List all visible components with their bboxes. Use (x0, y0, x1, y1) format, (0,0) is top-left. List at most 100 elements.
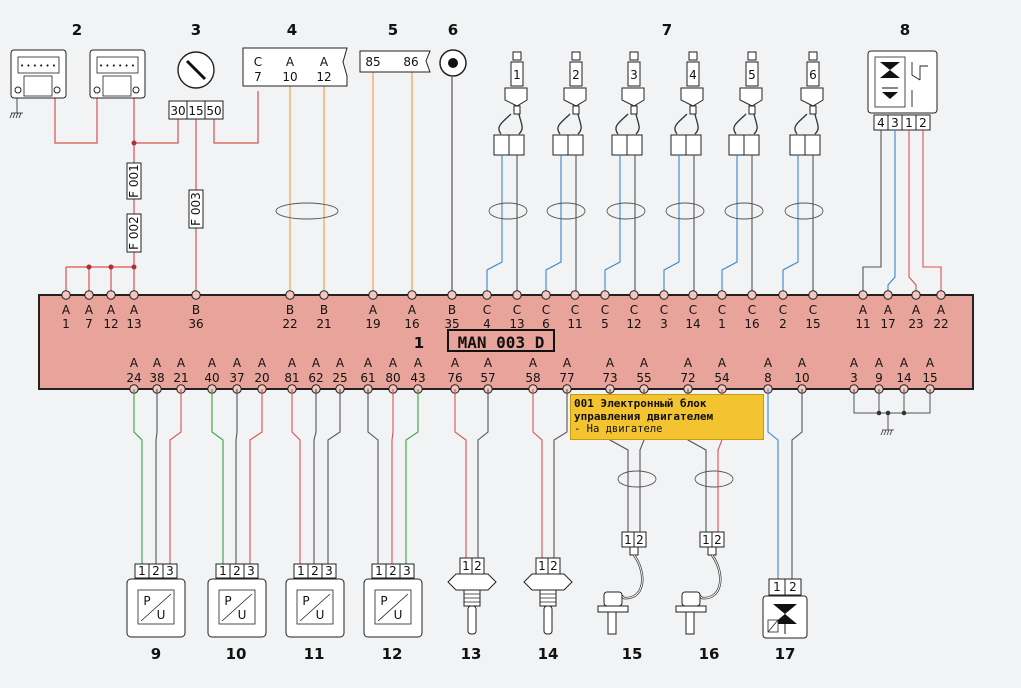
diagnostic-connector (242, 47, 348, 87)
ecu-pin-number: 24 (126, 371, 141, 385)
ecu-pin-row: A (414, 356, 423, 370)
component-number-9: 9 (151, 645, 161, 663)
component-number-2: 2 (72, 21, 82, 39)
ecu-top-pin (84, 290, 94, 300)
ecu-pin-number: 1 (62, 317, 70, 331)
injector-number: 1 (513, 68, 521, 82)
ecu-pin-row: A (369, 303, 378, 317)
ecu-pin-row: A (484, 356, 493, 370)
ecu-pin-number: 55 (636, 371, 651, 385)
ecu-pin-row: C (601, 303, 609, 317)
component-number-14: 14 (538, 645, 559, 663)
component-number-4: 4 (287, 21, 297, 39)
fuse-f002: F 002 (126, 213, 142, 253)
ecu-pin-number: 37 (229, 371, 244, 385)
ecu-top-pin (688, 290, 698, 300)
ecu-pin-number: 76 (447, 371, 462, 385)
component-number-12: 12 (382, 645, 403, 663)
ecu-pin-row: C (542, 303, 550, 317)
component-number-15: 15 (622, 645, 643, 663)
ecu-top-pin (407, 290, 417, 300)
ecu-bottom-pins: A24A38A21A40A37A20A81A62A25A61A80A43A76A… (126, 356, 938, 394)
relay-pin-label: 3 (891, 116, 899, 130)
connector-4-top-label: A (320, 55, 329, 69)
ecu-top-pin (858, 290, 868, 300)
ecu-pin-number: 5 (601, 317, 609, 331)
ignition-terminal-30: 30 (170, 104, 185, 118)
injector-number: 2 (572, 68, 580, 82)
sensor-pin-label: 1 (462, 559, 470, 573)
ecu-pin-row: B (192, 303, 200, 317)
ecu-pin-number: 9 (875, 371, 883, 385)
component-number-3: 3 (191, 21, 201, 39)
sensor-pin-label: 3 (247, 564, 255, 578)
ecu-pin-number: 1 (718, 317, 726, 331)
ecu-pin-number: 61 (360, 371, 375, 385)
ecu-pin-row: A (177, 356, 186, 370)
ecu-pin-row: A (764, 356, 773, 370)
ecu-top-pin (447, 290, 457, 300)
sensor-pin-label: 1 (702, 533, 710, 547)
ecu-top-pin (191, 290, 201, 300)
tooltip-title-line1: 001 Электронный блок (574, 397, 707, 410)
sensor-pin-label: 2 (233, 564, 241, 578)
ecu-pin-row: A (926, 356, 935, 370)
sensor-pin-label: 2 (550, 559, 558, 573)
bottom-wiring (133, 389, 803, 582)
sensor-pin-label: 2 (389, 564, 397, 578)
ecu-pin-number: 22 (282, 317, 297, 331)
ecu-pin-number: 36 (188, 317, 203, 331)
ecu-top-pin (129, 290, 139, 300)
ecu-pin-number: 81 (284, 371, 299, 385)
ecu-pin-number: 72 (680, 371, 695, 385)
ecu-pin-number: 15 (805, 317, 820, 331)
ecu-pin-row: C (513, 303, 521, 317)
ecu-pin-number: 6 (542, 317, 550, 331)
ecu-pin-row: A (900, 356, 909, 370)
ecu-pin-row: A (208, 356, 217, 370)
ecu-pin-row: A (606, 356, 615, 370)
ecu-top-pin (541, 290, 551, 300)
ecu-pin-number: 80 (385, 371, 400, 385)
fuse-label: F 001 (127, 164, 141, 198)
ecu-pin-row: B (286, 303, 294, 317)
sensor-pin-label: 3 (166, 564, 174, 578)
sensor-pin-label: 2 (311, 564, 319, 578)
injector-number: 5 (748, 68, 756, 82)
ecu-pin-row: A (85, 303, 94, 317)
sensor-pin-label: 3 (403, 564, 411, 578)
ecu-pin-number: 22 (933, 317, 948, 331)
ecu-pin-row: C (660, 303, 668, 317)
relay-pin-label: 1 (905, 116, 913, 130)
tooltip-title-line2: управления двигателем (574, 410, 714, 423)
ecu-pin-row: A (884, 303, 893, 317)
ecu-pin-row: A (684, 356, 693, 370)
ecu-pin-row: A (408, 303, 417, 317)
sensor-pin-label: 2 (474, 559, 482, 573)
ecu-pin-row: C (779, 303, 787, 317)
ecu-pin-row: A (153, 356, 162, 370)
component-tooltip: 001 Электронный блок управления двигател… (570, 394, 764, 440)
component-number-7: 7 (662, 21, 672, 39)
ecu-pin-row: A (937, 303, 946, 317)
injector-number: 4 (689, 68, 697, 82)
ecu-pin-number: 11 (567, 317, 582, 331)
connector-4-bottom-label: 12 (316, 70, 331, 84)
sensor-symbol: U (394, 608, 403, 622)
ecu-pin-number: 16 (744, 317, 759, 331)
ecu-pin-row: A (529, 356, 538, 370)
ecu-pin-number: 4 (483, 317, 491, 331)
fuel-injector-icon: 6 (782, 51, 824, 295)
ecu-pin-row: A (875, 356, 884, 370)
ecu-pin-number: 11 (855, 317, 870, 331)
ecu-pin-number: 62 (308, 371, 323, 385)
ground-icon (853, 389, 931, 436)
ecu-pin-number: 57 (480, 371, 495, 385)
ecu-pin-number: 25 (332, 371, 347, 385)
